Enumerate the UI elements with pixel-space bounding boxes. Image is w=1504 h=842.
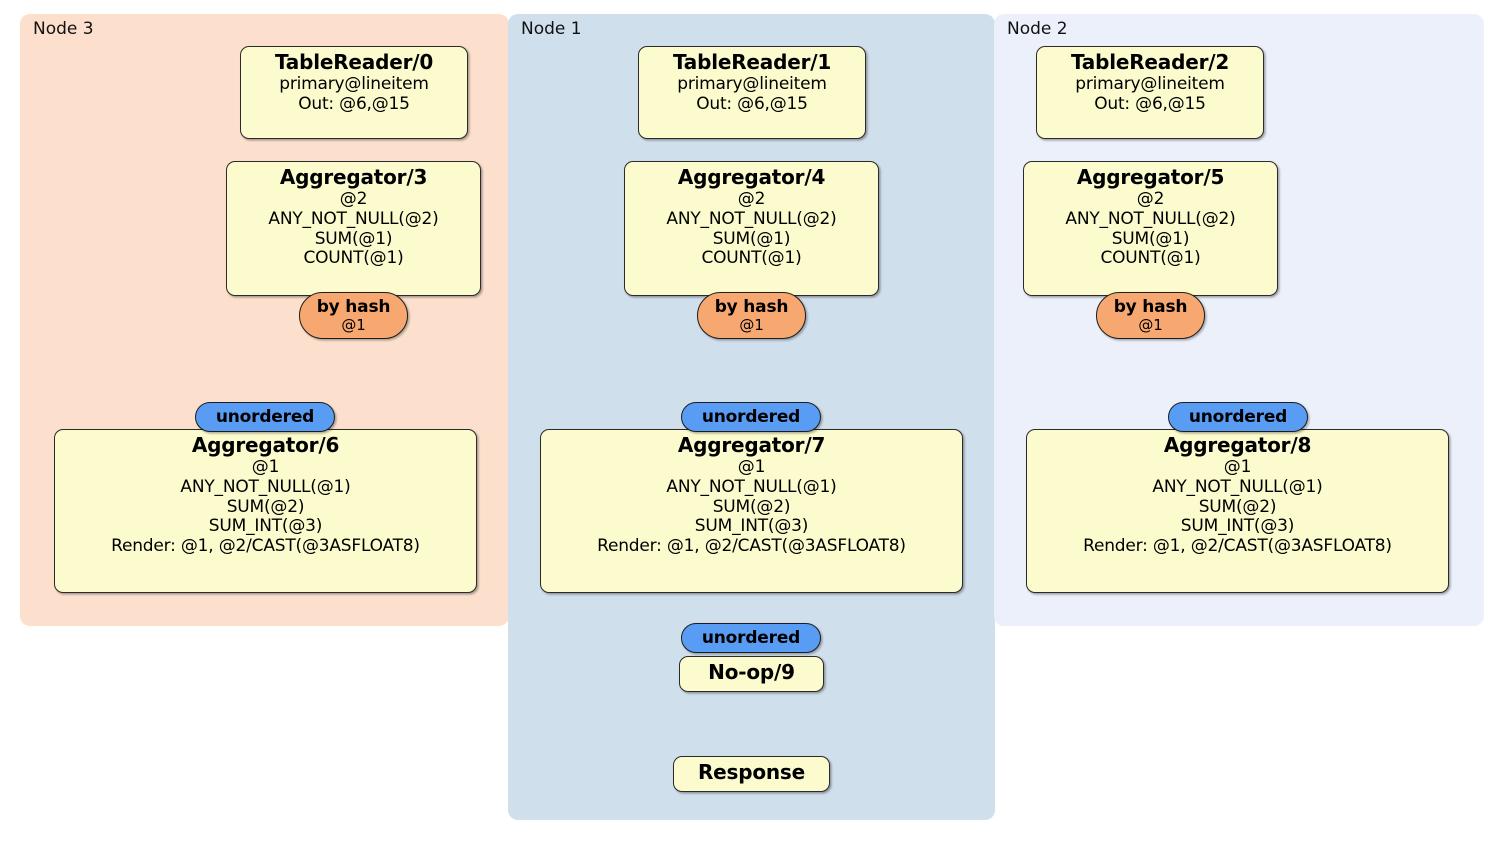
pill-label: unordered	[1188, 406, 1288, 427]
processor-detail-line: Render: @1, @2/CAST(@3ASFLOAT8)	[111, 536, 420, 557]
processor-detail-line: @1	[737, 457, 766, 478]
processor-title: No-op/9	[708, 660, 795, 684]
unordered-synchronizer-unord6[interactable]: unordered	[195, 402, 335, 432]
processor-detail-line: ANY_NOT_NULL(@2)	[268, 208, 439, 229]
processor-detail-line: Render: @1, @2/CAST(@3ASFLOAT8)	[597, 536, 906, 557]
pill-label: unordered	[701, 406, 801, 427]
processor-detail-line: @2	[339, 189, 368, 210]
processor-title: TableReader/1	[672, 50, 832, 74]
node-region-label-node1: Node 1	[521, 19, 582, 39]
processor-detail-line: Render: @1, @2/CAST(@3ASFLOAT8)	[1083, 536, 1392, 557]
processor-detail-line: COUNT(@1)	[1100, 248, 1201, 269]
processor-detail-line: SUM_INT(@3)	[694, 516, 809, 537]
processor-detail-line: @1	[251, 457, 280, 478]
pill-label: by hash	[316, 296, 391, 317]
processor-detail-line: primary@lineitem	[279, 74, 429, 95]
processor-detail-line: @1	[1223, 457, 1252, 478]
processor-title: TableReader/0	[274, 50, 434, 74]
processor-title: Aggregator/7	[677, 433, 826, 457]
unordered-synchronizer-unord9[interactable]: unordered	[681, 623, 821, 653]
unordered-synchronizer-unord7[interactable]: unordered	[681, 402, 821, 432]
processor-detail-line: Out: @6,@15	[1094, 93, 1206, 114]
unordered-synchronizer-unord8[interactable]: unordered	[1168, 402, 1308, 432]
processor-title: Aggregator/5	[1076, 165, 1225, 189]
pill-sublabel: @1	[739, 315, 764, 334]
processor-detail-line: COUNT(@1)	[303, 248, 404, 269]
processor-title: Aggregator/6	[191, 433, 340, 457]
pill-sublabel: @1	[341, 315, 366, 334]
processor-detail-line: SUM(@1)	[314, 228, 393, 249]
processor-title: Aggregator/4	[677, 165, 826, 189]
processor-noop9[interactable]: No-op/9	[679, 656, 824, 693]
pill-sublabel: @1	[1138, 315, 1163, 334]
processor-detail-line: @2	[737, 189, 766, 210]
processor-detail-line: ANY_NOT_NULL(@2)	[1065, 208, 1236, 229]
pill-label: unordered	[701, 627, 801, 648]
processor-title: Aggregator/8	[1163, 433, 1312, 457]
processor-detail-line: SUM(@1)	[1111, 228, 1190, 249]
by-hash-router-hash4[interactable]: by hash@1	[697, 292, 806, 339]
processor-detail-line: SUM(@2)	[1198, 496, 1277, 517]
processor-detail-line: @2	[1136, 189, 1165, 210]
processor-detail-line: primary@lineitem	[677, 74, 827, 95]
node-region-label-node2: Node 2	[1007, 19, 1068, 39]
by-hash-router-hash3[interactable]: by hash@1	[299, 292, 408, 339]
processor-detail-line: SUM(@1)	[712, 228, 791, 249]
processor-title: Response	[697, 760, 806, 784]
by-hash-router-hash5[interactable]: by hash@1	[1096, 292, 1205, 339]
processor-detail-line: Out: @6,@15	[298, 93, 410, 114]
processor-detail-line: ANY_NOT_NULL(@1)	[180, 476, 351, 497]
processor-response[interactable]: Response	[673, 756, 830, 793]
processor-detail-line: SUM(@2)	[712, 496, 791, 517]
processor-title: TableReader/2	[1070, 50, 1230, 74]
pill-label: unordered	[215, 406, 315, 427]
processor-detail-line: ANY_NOT_NULL(@1)	[666, 476, 837, 497]
processor-detail-line: SUM_INT(@3)	[208, 516, 323, 537]
pill-label: by hash	[1113, 296, 1188, 317]
node-region-label-node3: Node 3	[33, 19, 94, 39]
processor-detail-line: primary@lineitem	[1075, 74, 1225, 95]
processor-detail-line: ANY_NOT_NULL(@2)	[666, 208, 837, 229]
pill-label: by hash	[714, 296, 789, 317]
processor-detail-line: Out: @6,@15	[696, 93, 808, 114]
processor-detail-line: SUM(@2)	[226, 496, 305, 517]
processor-detail-line: SUM_INT(@3)	[1180, 516, 1295, 537]
processor-detail-line: ANY_NOT_NULL(@1)	[1152, 476, 1323, 497]
processor-title: Aggregator/3	[279, 165, 428, 189]
processor-detail-line: COUNT(@1)	[701, 248, 802, 269]
